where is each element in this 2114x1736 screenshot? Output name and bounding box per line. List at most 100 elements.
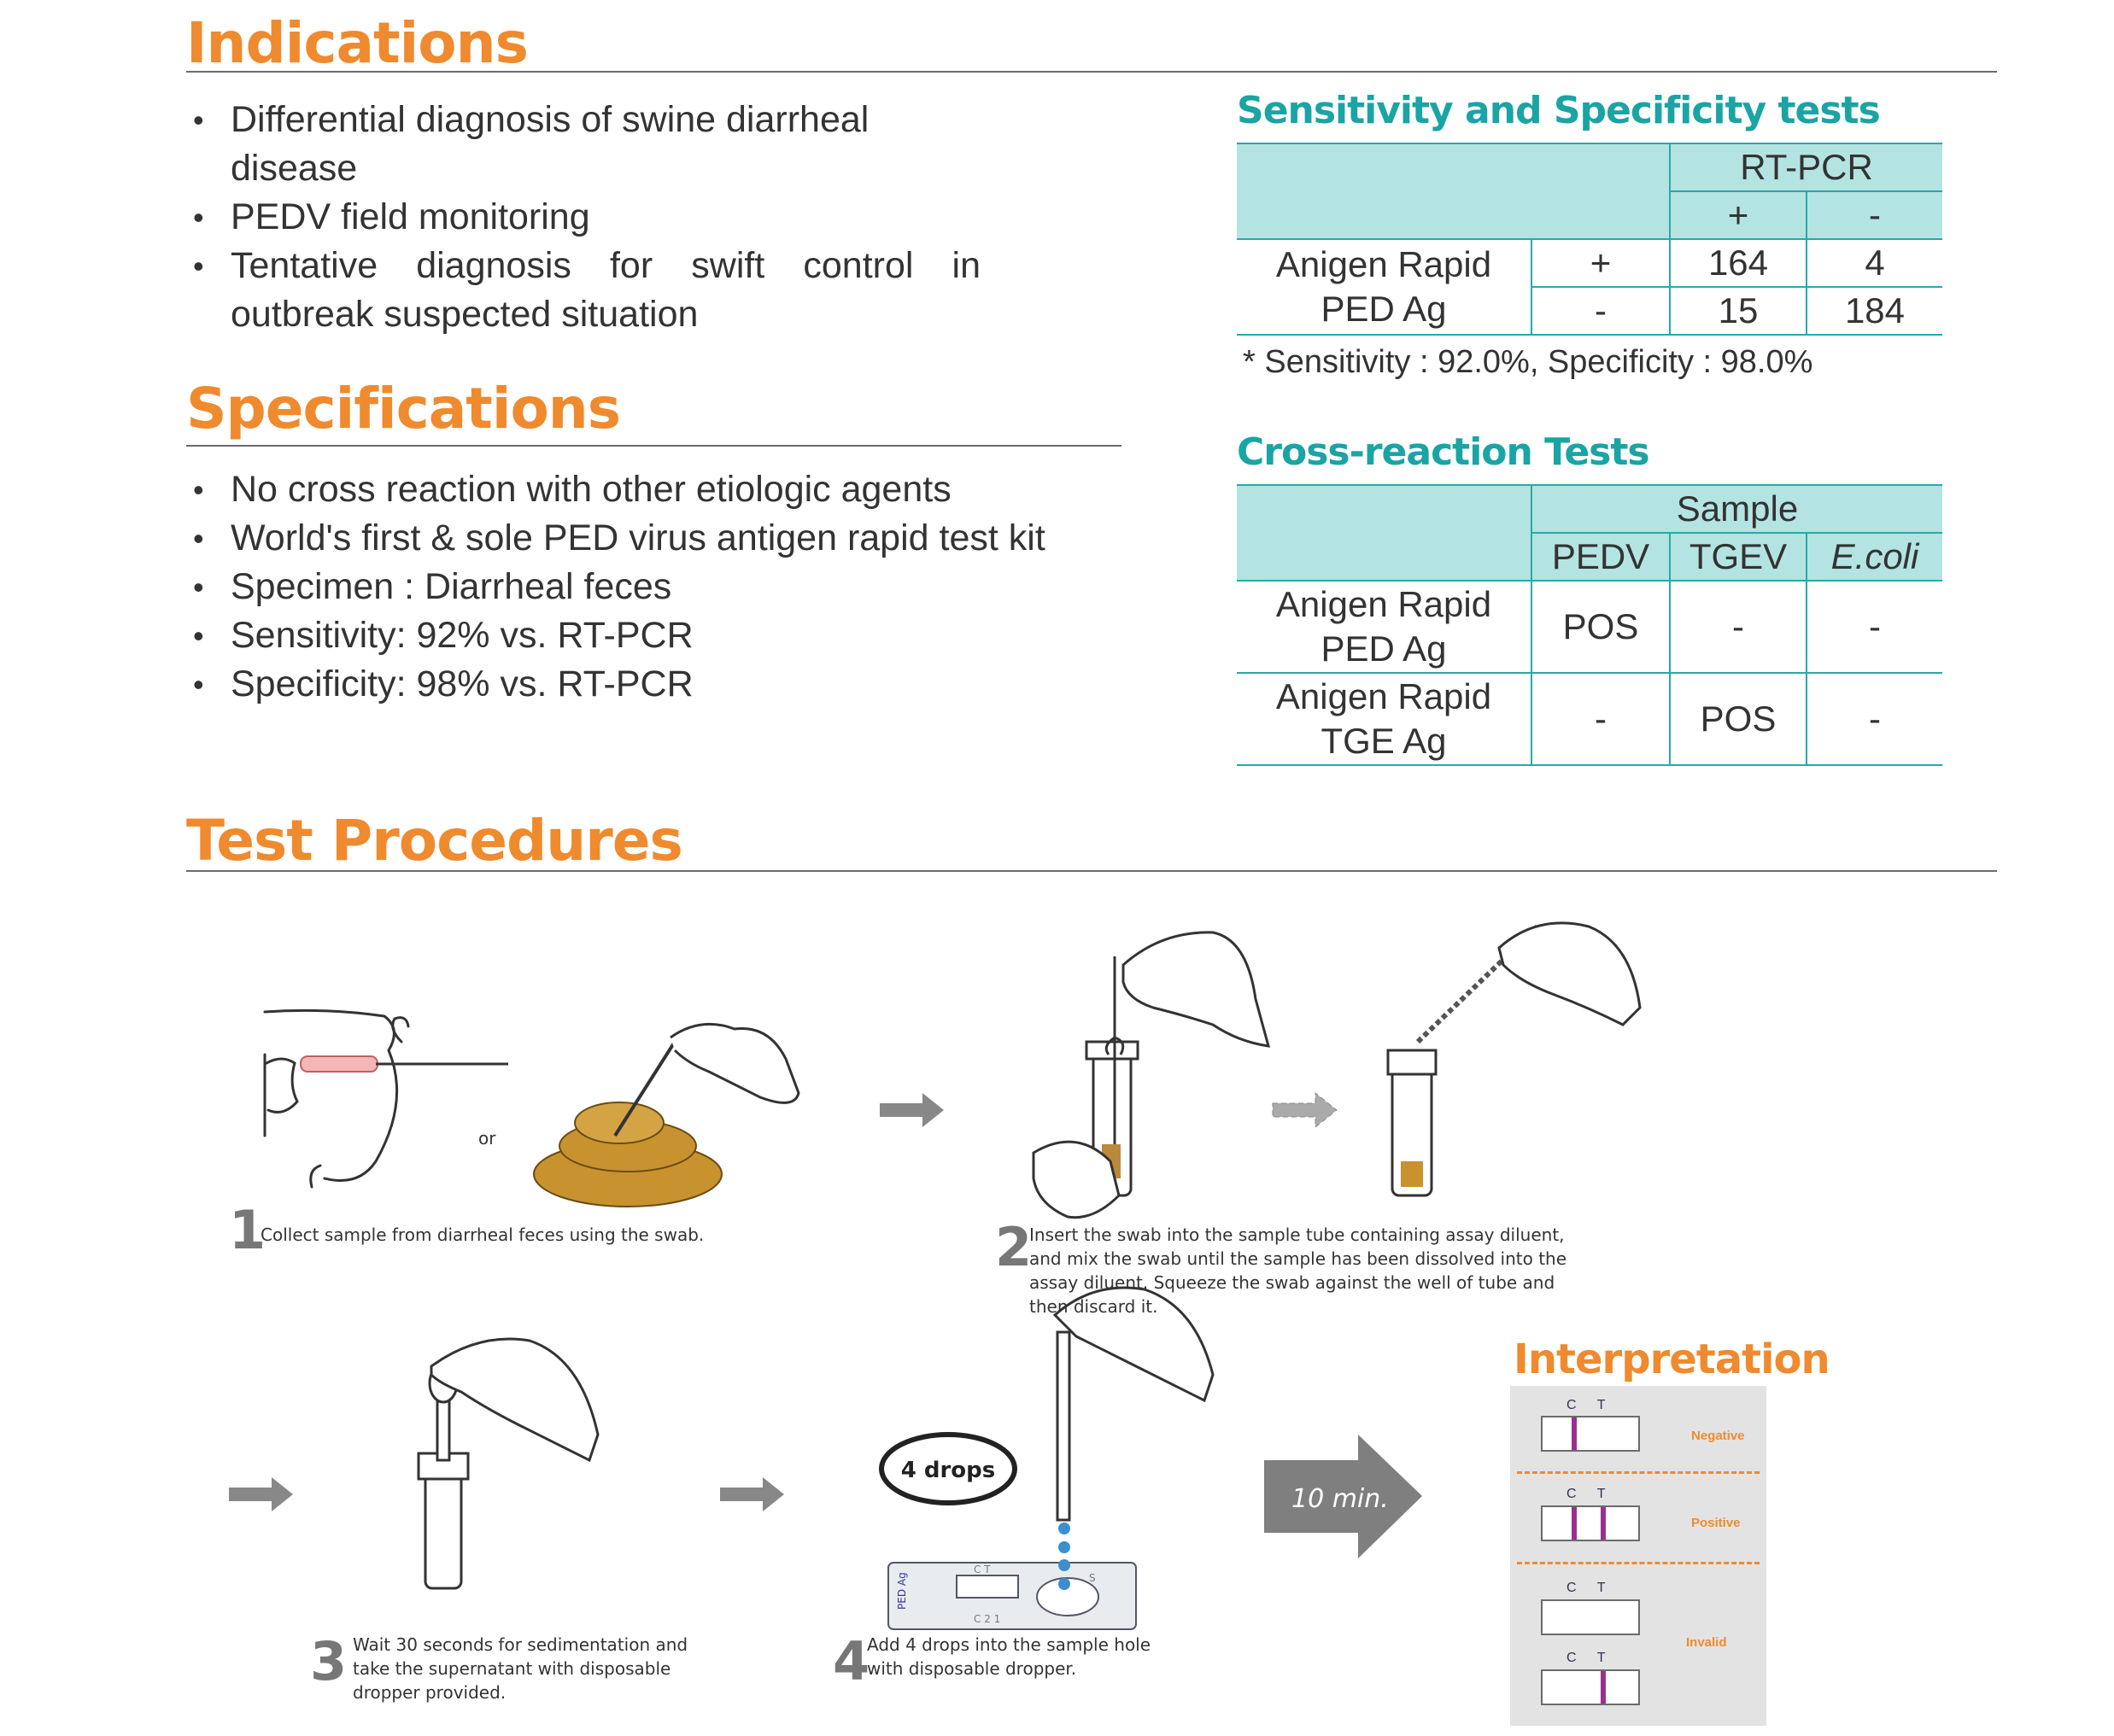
dropper-icon	[1056, 1330, 1071, 1522]
strip-negative	[1541, 1416, 1640, 1452]
step-text: Wait 30 seconds for sedimentation and ta…	[353, 1634, 688, 1703]
table-cell: POS	[1531, 580, 1671, 674]
list-item: Sensitivity: 92% vs. RT-PCR	[186, 611, 1117, 660]
divider	[1517, 1562, 1760, 1564]
row-label: Anigen Rapid PED Ag	[1237, 238, 1532, 336]
step-number: 4	[833, 1630, 870, 1692]
hand-3	[1497, 921, 1642, 1026]
table-cell: 15	[1669, 286, 1807, 336]
list-item: PEDV field monitoring	[186, 193, 981, 242]
interpretation-panel: C T Negative C T Positive C T Invalid C …	[1510, 1386, 1766, 1726]
list-item: World's first & sole PED virus antigen r…	[186, 514, 1117, 563]
hand-4	[430, 1337, 600, 1463]
sens-spec-note: * Sensitivity : 92.0%, Specificity : 98.…	[1243, 344, 1813, 380]
device-s: S	[1089, 1572, 1096, 1584]
hand-5	[1052, 1286, 1215, 1403]
step-number: 1	[229, 1199, 266, 1261]
wait-label: 10 min.	[1291, 1484, 1389, 1514]
table-cell: -	[1806, 580, 1942, 674]
control-line	[1572, 1507, 1577, 1540]
control-line	[1572, 1417, 1577, 1450]
list-item: Differential diagnosis of swine diarrhea…	[186, 96, 981, 193]
feces-icon	[533, 1102, 723, 1207]
drops-icon	[1058, 1523, 1070, 1590]
arrow-icon	[720, 1477, 784, 1511]
table-cell: POS	[1669, 672, 1807, 766]
dashed-arrow-icon	[1272, 1091, 1338, 1129]
specifications-list: No cross reaction with other etiologic a…	[186, 465, 1117, 709]
drops-label: 4 drops	[901, 1458, 996, 1483]
table-corner	[1237, 484, 1532, 582]
test-procedures-title: Test Procedures	[186, 808, 683, 874]
test-procedures-rule	[186, 870, 1997, 872]
col-group-header: Sample	[1531, 484, 1942, 534]
swab-tip	[300, 1055, 378, 1073]
test-line	[1601, 1671, 1606, 1704]
step-text: Insert the swab into the sample tube con…	[1029, 1225, 1567, 1317]
sens-spec-table: RT-PCR + - Anigen Rapid PED Ag + 164 4 -…	[1237, 143, 1942, 336]
specifications-rule	[186, 445, 1121, 447]
pig-leg	[265, 1057, 299, 1113]
ct-label: C T	[1566, 1651, 1614, 1665]
device-label: PED Ag	[896, 1572, 908, 1610]
table-cell: -	[1669, 580, 1807, 674]
table-cell: 4	[1806, 238, 1942, 288]
ct-label: C T	[1566, 1487, 1614, 1501]
device-ct: C T	[974, 1564, 991, 1575]
hand-2b	[1032, 1140, 1121, 1219]
hand-2	[1121, 931, 1271, 1048]
step-text: Add 4 drops into the sample hole with di…	[867, 1634, 1151, 1679]
strip-positive	[1541, 1505, 1640, 1541]
device-c21: C 2 1	[974, 1613, 1000, 1625]
table-cell: 164	[1669, 238, 1807, 288]
table-cell: -	[1806, 672, 1942, 766]
interpretation-title: Interpretation	[1514, 1336, 1830, 1383]
pig-rear-outline	[263, 1008, 399, 1182]
or-label: or	[478, 1128, 496, 1149]
row-label: Anigen Rapid TGE Ag	[1237, 672, 1532, 766]
list-item: Specificity: 98% vs. RT-PCR	[186, 660, 1117, 709]
wait-arrow-icon	[1264, 1435, 1422, 1558]
row-sign: +	[1531, 238, 1671, 288]
hand-1	[670, 1022, 800, 1104]
col-header: PEDV	[1531, 532, 1671, 582]
tube-with-dropper	[417, 1363, 470, 1590]
ct-label: C T	[1566, 1581, 1614, 1595]
row-label: Anigen Rapid PED Ag	[1237, 580, 1532, 674]
drops-badge	[879, 1432, 1017, 1505]
col-group-header: RT-PCR	[1669, 143, 1942, 192]
col-header-minus: -	[1806, 190, 1942, 240]
table-corner	[1237, 143, 1671, 240]
col-header-plus: +	[1669, 190, 1807, 240]
divider	[1517, 1471, 1760, 1474]
procedure-illustration: or 4 drops	[229, 921, 1642, 1630]
indications-title: Indications	[186, 10, 529, 76]
arrow-icon	[229, 1477, 293, 1511]
row-sign: -	[1531, 286, 1671, 336]
col-header: TGEV	[1669, 532, 1807, 582]
specifications-title: Specifications	[186, 376, 621, 441]
swab-in-feces	[613, 1040, 676, 1137]
test-device-icon: PED Ag C T C 2 1 S	[887, 1562, 1137, 1630]
step-number: 2	[995, 1216, 1033, 1278]
list-item: Tentative diagnosis for swift control in…	[186, 242, 981, 339]
arrow-icon	[880, 1093, 944, 1127]
test-line	[1601, 1507, 1606, 1540]
cross-table: Sample PEDV TGEV E.coli Anigen Rapid PED…	[1237, 484, 1942, 766]
cross-title: Cross-reaction Tests	[1237, 430, 1650, 474]
strip-invalid-blank	[1541, 1599, 1640, 1635]
strip-invalid-test-only	[1541, 1669, 1640, 1705]
col-header: E.coli	[1806, 532, 1942, 582]
list-item: No cross reaction with other etiologic a…	[186, 465, 1117, 514]
step-number: 3	[310, 1630, 348, 1692]
table-cell: 184	[1806, 286, 1942, 336]
sample-tube	[1386, 1049, 1438, 1197]
indications-list: Differential diagnosis of swine diarrhea…	[186, 96, 981, 339]
result-label: Invalid	[1686, 1635, 1727, 1650]
step-text: Collect sample from diarrheal feces usin…	[261, 1225, 705, 1245]
pig-tail	[391, 1016, 410, 1043]
sens-spec-title: Sensitivity and Specificity tests	[1237, 89, 1881, 132]
result-label: Negative	[1691, 1429, 1745, 1443]
result-label: Positive	[1691, 1516, 1741, 1530]
ct-label: C T	[1566, 1398, 1614, 1412]
